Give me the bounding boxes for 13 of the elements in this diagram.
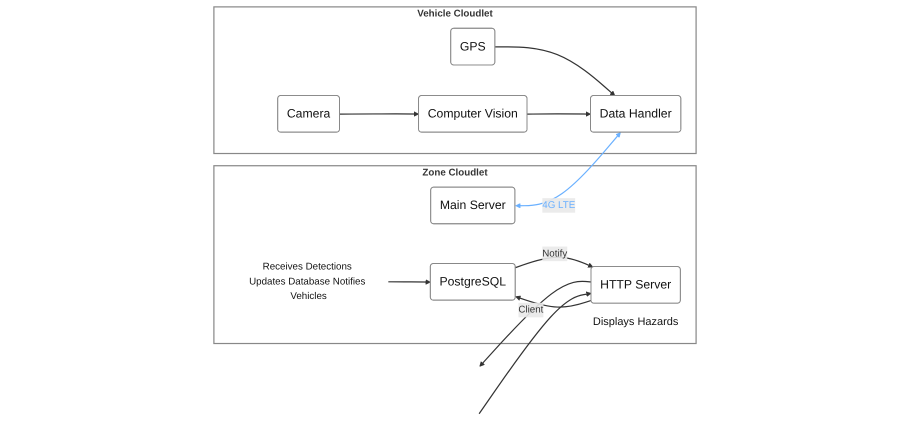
arrow [339, 111, 419, 117]
arrow [388, 279, 430, 285]
arrow [478, 292, 591, 414]
node-text: Receives Detections Updates Database Notifies Vehicles [248, 262, 365, 302]
arrow [494, 46, 615, 96]
arrow [478, 280, 591, 367]
node-caption: Displays Hazards [592, 316, 678, 328]
arrow [514, 132, 620, 208]
edge-label: Notify [542, 248, 567, 259]
edge-label: 4G LTE [542, 200, 575, 210]
arrow [526, 111, 591, 117]
edge-label: Client [518, 304, 543, 315]
arrow [514, 296, 591, 308]
